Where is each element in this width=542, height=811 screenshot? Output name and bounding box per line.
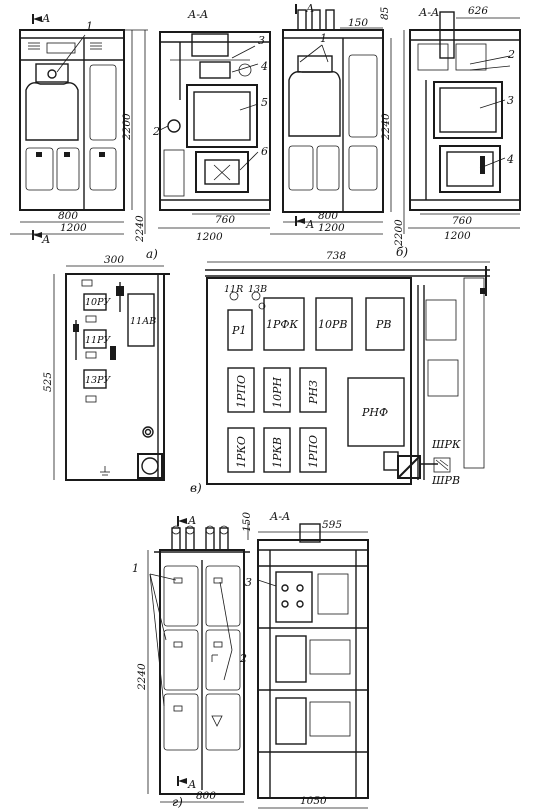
view-a-dim-width-outer: 1200 [60, 222, 87, 234]
view-g-callout-3: 3 [245, 576, 252, 589]
view-a-callout-1: 1 [86, 20, 93, 33]
view-b-dim-depth-inner: 760 [452, 215, 472, 227]
view-v-device-1rfk: 1РФК [266, 318, 299, 331]
view-v-device-1rko: 1РКО [235, 436, 248, 468]
view-b-cut-mark-bottom: А [305, 218, 314, 231]
view-v-device-r1: Р1 [231, 324, 246, 337]
view-b-callout-1: 1 [320, 32, 327, 45]
view-a-callout-4: 4 [260, 60, 268, 73]
view-v-device-rnz: РНЗ [307, 380, 320, 405]
view-b-section-title: А-А [418, 6, 439, 19]
view-a-front [10, 14, 148, 240]
view-g-dim-height: 2240 [136, 663, 148, 691]
view-g-dim-depth-top: 595 [322, 519, 342, 531]
view-v-dim-panel-width: 300 [104, 254, 124, 266]
view-b-dim-width-outer: 1200 [318, 222, 345, 234]
view-v-label-shrk: ШРК [431, 438, 461, 451]
view-v-device-10rv: 10РВ [318, 318, 347, 331]
view-b-callout-2: 2 [507, 48, 515, 61]
view-v-device-13ru: 13РУ [85, 375, 111, 386]
view-g-cut-mark-bottom: А [187, 778, 196, 791]
view-g-letter: г) [172, 795, 183, 809]
view-v-device-10ru: 10РУ [85, 297, 111, 308]
view-a-section [158, 31, 271, 229]
view-v-panel [53, 265, 170, 481]
view-g-dim-depth: 1050 [300, 795, 327, 807]
view-g-callout-1: 1 [132, 562, 139, 575]
view-v-device-1rpo-b: 1РПО [307, 435, 320, 468]
view-a-letter: а) [146, 247, 158, 261]
view-v-device-11ru: 11РУ [85, 335, 111, 346]
view-a-dim-depth-inner: 760 [215, 214, 235, 226]
view-v-device-11av: 11АВ [130, 316, 156, 327]
view-b-front [270, 4, 405, 235]
view-b-letter: б) [396, 245, 408, 259]
view-b-cut-mark-top: А [305, 2, 314, 15]
view-b-dim-depth-outer: 1200 [444, 230, 471, 242]
view-g-section-title: А-А [269, 510, 290, 523]
view-v-dim-panel-height: 525 [42, 372, 54, 392]
view-b-callout-3: 3 [507, 94, 514, 107]
view-g-front [147, 516, 250, 803]
view-v-label-shrv: ШРВ [431, 474, 460, 487]
view-b-dim-width-inner: 800 [318, 210, 338, 222]
view-v-device-1rpo-a: 1РПО [235, 375, 248, 408]
view-b-dim-top-right: 85 [379, 6, 391, 20]
view-b-dim-depth-top: 626 [468, 5, 488, 17]
view-v-device-rv: РВ [375, 318, 392, 331]
view-a-cut-mark-top: А [41, 12, 50, 25]
view-v-dim-cabinet-width: 738 [326, 250, 346, 262]
view-g-dim-width: 800 [196, 790, 216, 802]
view-a-dim-height-inner: 2200 [121, 113, 133, 141]
view-g-section [247, 522, 369, 809]
view-v-letter: в) [190, 481, 202, 495]
view-v-small-11r: 11R [224, 284, 243, 295]
view-v-device-rnf: РНФ [361, 406, 388, 419]
view-a-callout-6: 6 [261, 145, 268, 158]
view-v-cabinet [205, 261, 490, 485]
view-v-device-10rn: 10РН [271, 377, 284, 408]
view-a-callout-5: 5 [261, 96, 268, 109]
view-b-callout-4: 4 [506, 153, 514, 166]
view-b-section [408, 11, 521, 229]
view-v-small-13v: 13В [248, 284, 267, 295]
view-b-dim-height-inner: 2240 [380, 113, 392, 141]
view-b-dim-top: 150 [348, 17, 368, 29]
view-a-section-title: А-А [187, 8, 208, 21]
view-g-dim-top: 150 [241, 512, 253, 532]
view-a-callout-2: 2 [152, 125, 160, 138]
view-a-cut-mark-bottom: А [41, 233, 50, 246]
view-a-callout-3: 3 [258, 34, 265, 47]
view-g-callout-2: 2 [239, 652, 247, 665]
view-b-dim-height-outer: 2200 [393, 219, 405, 247]
view-v-device-1rkv: 1РКВ [271, 437, 284, 468]
view-g-cut-mark-top: А [187, 514, 196, 527]
view-a-dim-depth-outer: 1200 [196, 231, 223, 243]
view-a-dim-width-inner: 800 [58, 210, 78, 222]
view-a-dim-height-outer: 2240 [134, 215, 146, 243]
